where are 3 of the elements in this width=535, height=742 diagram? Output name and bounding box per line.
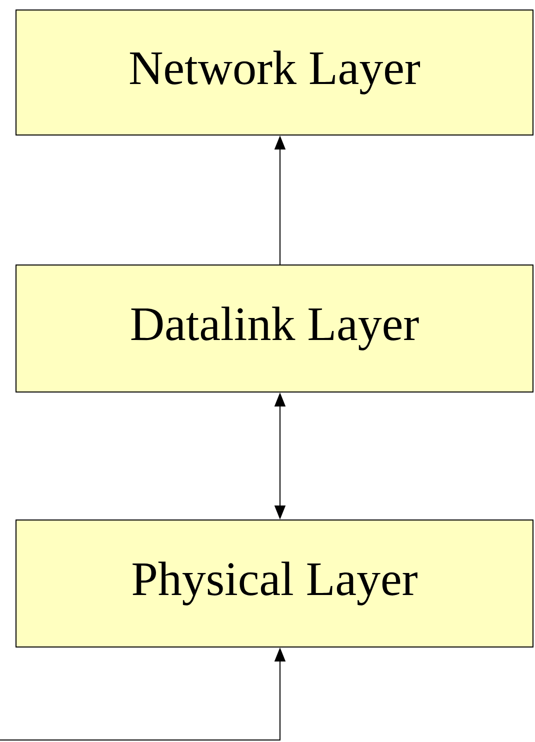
- layer-box: Physical Layer: [16, 520, 534, 648]
- layer-box: Datalink Layer: [16, 264, 534, 392]
- layer-box: Network Layer: [16, 10, 534, 136]
